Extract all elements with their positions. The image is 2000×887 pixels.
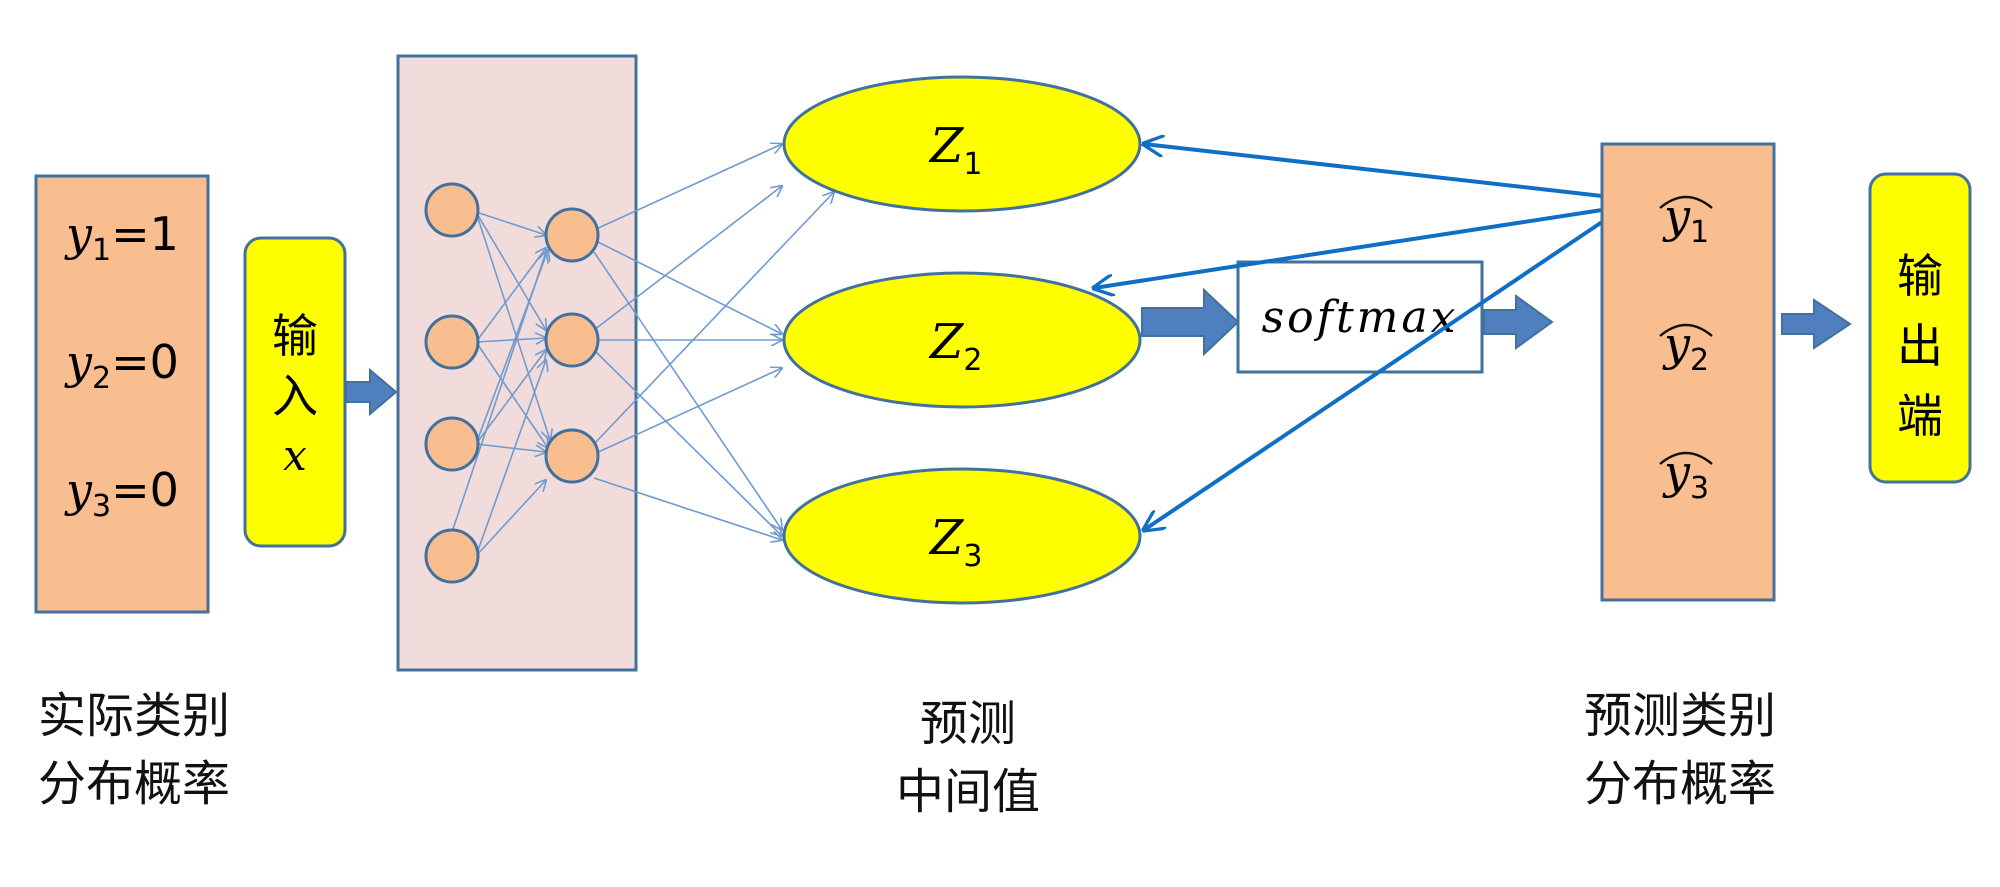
predicted-item-2: y2: [1662, 317, 1709, 378]
predicted-distribution-group: y1 y2 y3: [1600, 142, 1776, 602]
connection-line: [475, 480, 546, 557]
connection-line: [475, 211, 546, 235]
hat-symbol-3: [1659, 451, 1713, 465]
actual-distribution-box: [34, 174, 210, 614]
connection-line: [475, 338, 546, 342]
feedback-arrow-to-z1: [1144, 144, 1603, 198]
predicted-item-1: y1: [1662, 189, 1709, 250]
actual-item-3: y3=0: [64, 463, 179, 524]
hat-symbol-2: [1659, 323, 1713, 337]
output-group: 输 出 端: [1868, 172, 1972, 484]
hat-symbol-1: [1659, 195, 1713, 209]
output-label-char-1: 输: [1897, 249, 1943, 303]
network-connections-hidden: [451, 211, 550, 557]
connection-line: [475, 211, 546, 330]
connection-line: [593, 251, 782, 530]
connection-line: [593, 368, 782, 455]
neurons: [424, 182, 600, 584]
block-arrow-input-to-network: [345, 367, 398, 417]
connection-line: [451, 252, 546, 533]
predicted-item-3: y3: [1662, 445, 1709, 506]
connection-line: [593, 186, 782, 331]
input-variable: x: [283, 431, 307, 480]
connection-line: [475, 350, 546, 445]
block-arrow-softmax-to-predicted: [1483, 294, 1554, 350]
neuron-input-2: [424, 314, 480, 370]
caption-actual-line2: 分布概率: [38, 756, 230, 812]
predicted-distribution-box: [1600, 142, 1776, 602]
neuron-hidden-2: [544, 312, 600, 368]
neural-network-box: [396, 54, 638, 672]
input-label-char-1: 输: [272, 309, 318, 363]
connection-line: [593, 477, 782, 540]
actual-distribution-group: y1=1 y2=0 y3=0: [34, 174, 210, 614]
feedback-arrows: [1094, 144, 1604, 530]
caption-predicted-line1: 预测类别: [1584, 688, 1776, 744]
connection-line: [475, 211, 550, 440]
feedback-arrow-to-z2: [1094, 208, 1603, 288]
neuron-hidden-1: [544, 207, 600, 263]
actual-item-2: y2=0: [64, 335, 179, 396]
output-label-char-3: 端: [1897, 389, 1943, 443]
feedback-arrow-to-z3: [1144, 220, 1604, 530]
softmax-box: [1236, 260, 1484, 374]
connection-line: [475, 360, 546, 557]
neuron-input-1: [424, 182, 480, 238]
input-group: 输 入 x: [243, 236, 347, 548]
logit-node-1: [782, 75, 1142, 213]
caption-actual-line1: 实际类别: [38, 688, 230, 744]
caption-logits-line1: 预测: [920, 696, 1016, 752]
softmax-label: softmax: [1262, 292, 1459, 343]
neuron-input-4: [424, 528, 480, 584]
connection-line: [593, 349, 782, 536]
logit-node-3: [782, 467, 1142, 605]
block-arrow-predicted-to-output: [1781, 298, 1852, 350]
connection-line: [475, 248, 546, 343]
connection-line: [475, 443, 546, 452]
logit-label-2: Z2: [928, 314, 982, 378]
logit-node-2: [782, 271, 1142, 409]
input-label-char-2: 入: [272, 369, 318, 423]
neuron-hidden-3: [544, 428, 600, 484]
actual-item-1: y1=1: [64, 207, 179, 268]
caption-logits-line2: 中间值: [896, 764, 1040, 820]
output-box: [1868, 172, 1972, 484]
neuron-input-3: [424, 416, 480, 472]
logits-group: Z1 Z2 Z3: [782, 75, 1142, 605]
connection-line: [593, 144, 782, 231]
logit-label-1: Z1: [928, 118, 982, 182]
connection-line: [593, 192, 834, 445]
caption-predicted-line2: 分布概率: [1584, 756, 1776, 812]
logit-label-3: Z3: [928, 510, 982, 574]
output-label-char-2: 出: [1897, 319, 1943, 373]
network-connections-output: [593, 144, 834, 540]
connection-line: [593, 239, 782, 334]
block-arrow-logits-to-softmax: [1141, 287, 1240, 357]
